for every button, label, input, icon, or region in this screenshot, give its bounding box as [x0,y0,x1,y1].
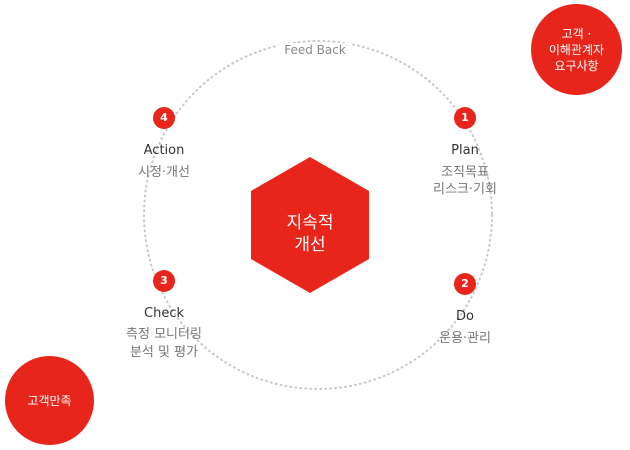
customer-satisfaction-bubble: 고객만족 [5,356,94,445]
stakeholder-requirements-bubble: 고객 · 이해관계자 요구사항 [531,4,622,95]
step-3-title: Check [144,306,184,321]
step-4-title: Action [143,143,185,158]
center-label: 지속적 개선 [287,212,334,256]
step-4-badge: 4 [153,107,175,129]
step-3-desc-line1: 측정 모니터링 [126,327,202,342]
stakeholders-line3: 요구사항 [554,58,599,73]
step-1-title: Plan [451,143,479,158]
step-2-badge: 2 [454,273,476,295]
satisfaction-label: 고객만족 [27,393,72,408]
step-2-title: Do [456,309,474,324]
cycle-dotted-circle [143,40,493,390]
step-3-badge: 3 [153,270,175,292]
step-1-badge: 1 [454,107,476,129]
center-label-line2: 개선 [294,235,326,255]
step-1-desc-line2: 리스크·기회 [433,182,497,197]
stakeholders-line2: 이해관계자 [548,42,605,57]
step-1-desc-line1: 조직목표 [441,165,489,180]
stakeholders-line1: 고객 · [561,26,592,41]
step-3-desc-line2: 분석 및 평가 [129,345,199,360]
center-label-line1: 지속적 [286,213,334,233]
step-4-desc-line1: 시정·개선 [138,165,190,180]
feedback-label: Feed Back [278,43,352,57]
step-2-desc-line1: 운용·관리 [439,331,491,346]
center-hexagon [251,157,369,293]
